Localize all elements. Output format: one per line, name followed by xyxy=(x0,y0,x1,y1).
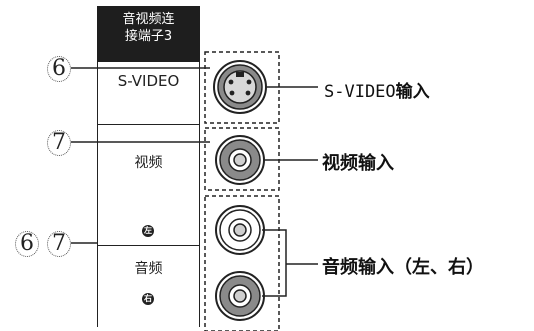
right-channel-badge: 右 xyxy=(142,293,154,305)
audio-right-jack-icon xyxy=(215,271,265,321)
panel-header-line2: 接端子3 xyxy=(124,29,173,44)
panel-header-line1: 音视频连 xyxy=(122,12,175,27)
callout-number-audio-b: 7 xyxy=(47,231,71,257)
video-input-label: 视频输入 xyxy=(322,153,394,174)
panel-label-audio: 音频 xyxy=(134,261,163,277)
panel-separator-1 xyxy=(98,124,199,125)
svideo-jack-icon xyxy=(213,60,267,114)
video-jack-icon xyxy=(215,135,265,185)
panel-label-svideo: S-VIDEO xyxy=(117,72,180,90)
panel-header: 音视频连 接端子3 xyxy=(97,6,200,62)
audio-bracket-line xyxy=(262,229,287,297)
video-dashed-box xyxy=(204,127,280,191)
callout-number-video: 7 xyxy=(47,130,71,156)
svideo-input-label-prefix: S-VIDEO xyxy=(324,82,396,102)
callout-number-svideo: 6 xyxy=(47,56,71,82)
audio-dashed-box xyxy=(204,195,280,331)
audio-left-jack-icon xyxy=(215,205,265,255)
svideo-input-label: S-VIDEO输入 xyxy=(324,77,430,102)
left-channel-badge: 左 xyxy=(142,225,154,237)
panel-label-video: 视频 xyxy=(134,155,163,171)
svideo-dashed-box xyxy=(204,51,280,124)
audio-input-label: 音频输入（左、右） xyxy=(322,257,484,278)
callout-number-audio-a: 6 xyxy=(15,231,39,257)
panel-separator-2 xyxy=(98,245,199,246)
svideo-input-label-suffix: 输入 xyxy=(395,82,430,102)
